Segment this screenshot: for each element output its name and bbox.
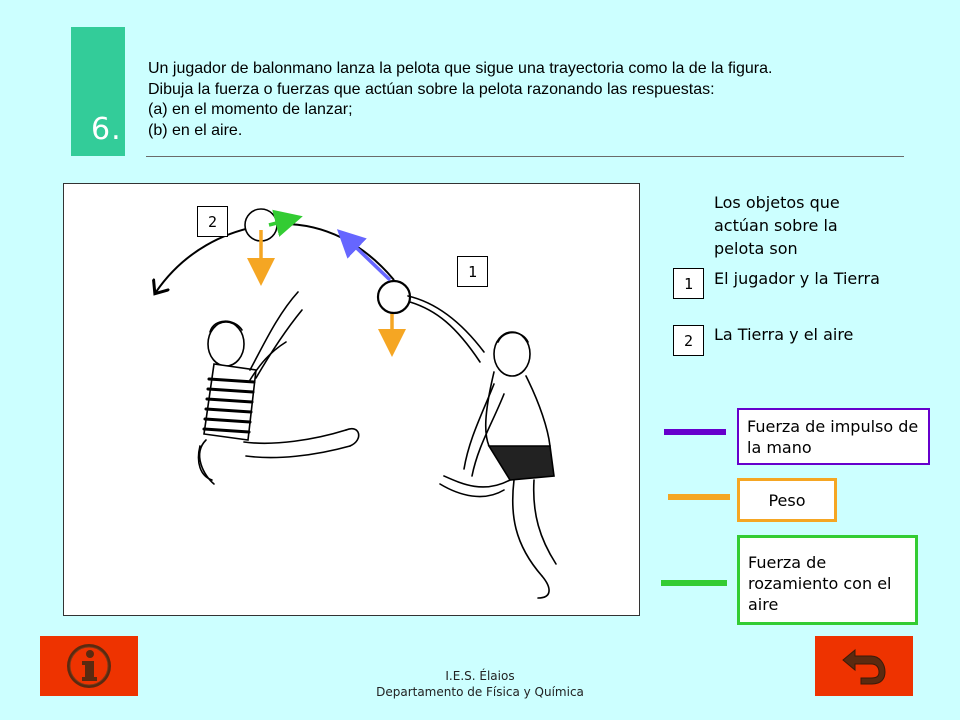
figure-label-1: 1 (457, 256, 488, 287)
legend-weight-line (668, 494, 730, 500)
exercise-number: 6. (91, 112, 122, 147)
ball-at-launch (376, 279, 412, 315)
handball-figure (63, 183, 640, 616)
return-arrow-icon (842, 648, 886, 685)
statement-line-1: Un jugador de balonmano lanza la pelota … (148, 60, 773, 77)
legend-friction-label: Fuerza de rozamiento con el aire (737, 535, 918, 625)
object-number-2: 2 (673, 325, 704, 356)
handball-drawing (64, 208, 557, 599)
objects-title: Los objetos que actúan sobre la pelota s… (714, 193, 840, 258)
statement-line-3: (a) en el momento de lanzar; (148, 101, 353, 118)
header-divider (146, 156, 904, 157)
school-name: I.E.S. Élaios (445, 669, 515, 683)
department-name: Departamento de Física y Química (376, 685, 584, 699)
exercise-number-block (71, 27, 125, 156)
legend-weight-label: Peso (737, 478, 837, 522)
exercise-statement: Un jugador de balonmano lanza la pelota … (148, 59, 908, 141)
jumper-figure (197, 291, 360, 485)
object-text-1: El jugador y la Tierra (714, 269, 880, 288)
legend-impulse-line (664, 429, 726, 435)
figure-label-2: 2 (197, 206, 228, 237)
object-text-2: La Tierra y el aire (714, 325, 854, 344)
object-number-1: 1 (673, 268, 704, 299)
statement-line-2: Dibuja la fuerza o fuerzas que actúan so… (148, 80, 715, 98)
statement-line-4: (b) en el aire. (148, 121, 243, 139)
legend-impulse-label: Fuerza de impulso de la mano (737, 408, 930, 465)
legend-friction-line (661, 580, 727, 586)
info-button[interactable] (40, 636, 138, 696)
friction-arrow-ball-2 (268, 209, 303, 237)
info-icon (67, 644, 111, 688)
back-button[interactable] (815, 636, 913, 696)
impulse-force-arrow (336, 229, 392, 282)
footer: I.E.S. Élaios Departamento de Física y Q… (330, 668, 630, 700)
thrower-figure (407, 295, 557, 599)
